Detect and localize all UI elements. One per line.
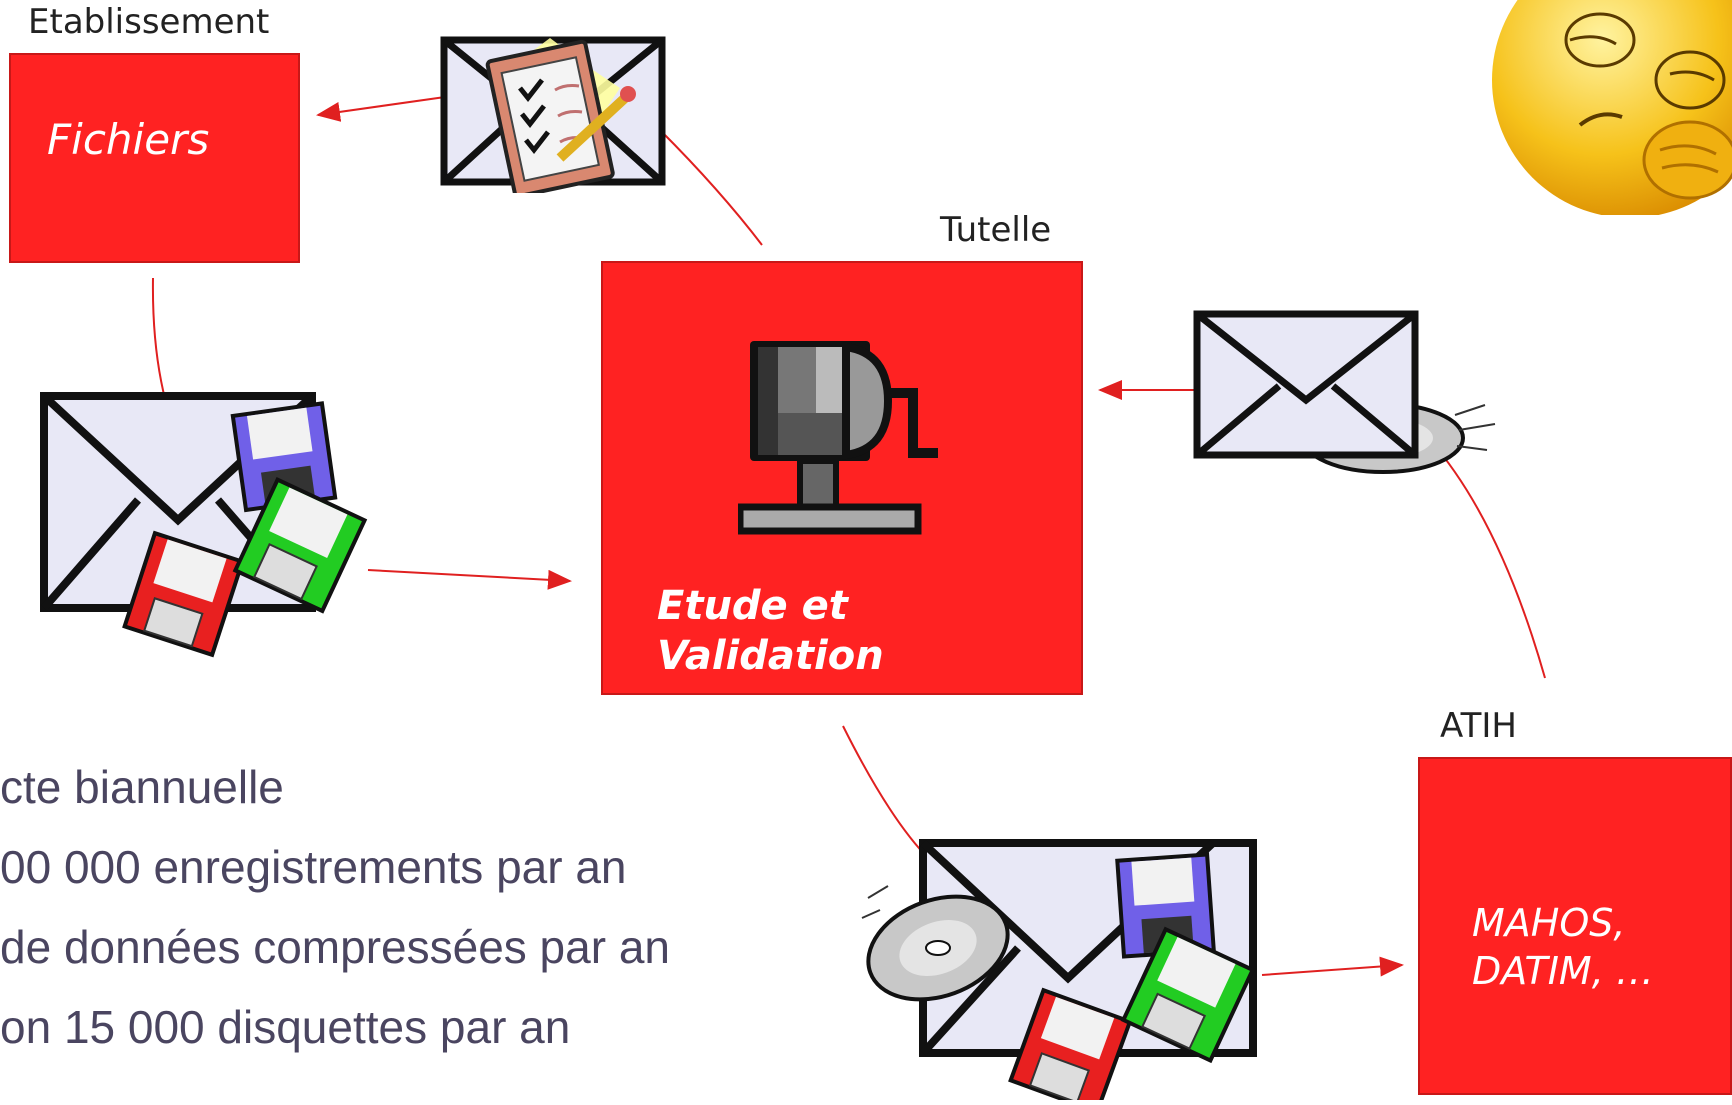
floppy-disk-icon: [1120, 926, 1256, 1064]
floppy-disk-icon: [1115, 852, 1216, 959]
bullet-line: cte biannuelle: [0, 761, 284, 813]
bullet-line: 00 000 enregistrements par an: [0, 841, 627, 893]
label-atih: ATIH: [1440, 706, 1517, 746]
box-mahos-datim: MAHOS, DATIM, …: [1418, 757, 1732, 1095]
bullet-line: de données compressées par an: [0, 921, 670, 973]
bullet-line: on 15 000 disquettes par an: [0, 1001, 571, 1053]
cd-envelope-icon: [1193, 310, 1496, 474]
arrow-floppies-to-etude: [367, 569, 572, 590]
box-fichiers: Fichiers: [9, 53, 300, 263]
label-tutelle: Tutelle: [940, 210, 1052, 250]
label-etablissement: Etablissement: [28, 2, 270, 42]
line-atih-to-cd: [1429, 439, 1546, 679]
arrow-to-atih: [1261, 956, 1404, 977]
floppy-disk-icon: [232, 477, 368, 614]
clipboard-envelope-icon: [440, 36, 666, 193]
emoji-face-icon: [1492, 0, 1732, 215]
cd-floppy-envelope-icon: [861, 839, 1257, 1100]
bullet-list: cte biannuelle 00 000 enregistrements pa…: [0, 747, 670, 1067]
box-fichiers-text: Fichiers: [47, 115, 210, 164]
floppy-envelope-icon: [40, 392, 368, 658]
line-tutelle-to-clipboard: [659, 129, 763, 246]
arrow-to-fichiers: [316, 96, 446, 122]
floppy-disk-icon: [122, 530, 245, 658]
box-etude-validation: Etude et Validation: [601, 261, 1083, 695]
box-etude-text: Etude et Validation: [657, 583, 884, 679]
floppy-disk-icon: [1008, 987, 1133, 1100]
pencil-sharpener-icon: [738, 341, 938, 535]
cd-icon: [861, 885, 1010, 1002]
box-mahos-text: MAHOS, DATIM, …: [1472, 901, 1654, 993]
